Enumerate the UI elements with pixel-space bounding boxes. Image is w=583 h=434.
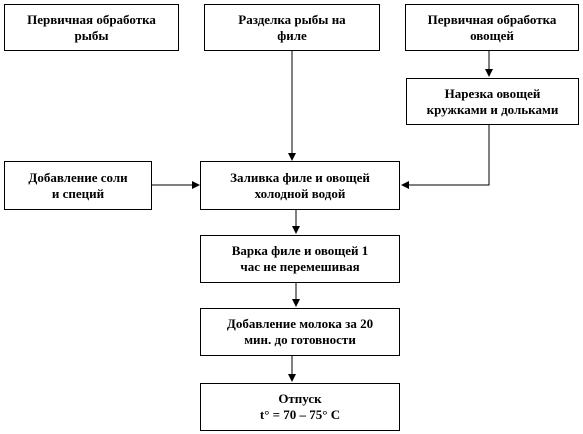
box-serve-line-1: Отпуск (278, 391, 322, 406)
box-fish-fillet: Разделка рыбы на филе (204, 4, 380, 51)
box-fish-fillet-line-1: Разделка рыбы на (238, 11, 346, 27)
box-boil: Варка филе и овощей 1 час не перемешивая (200, 235, 400, 283)
box-add-milk-line-2: мин. до готовности (244, 332, 356, 347)
box-pour-water: Заливка филе и овощей холодной водой (200, 161, 400, 210)
box-boil-line-1: Варка филе и овощей 1 (231, 243, 369, 258)
box-salt-spices: Добавление соли и специй (4, 161, 152, 210)
box-boil-line-2: час не перемешивая (240, 259, 360, 274)
box-fish-primary-line-1: Первичная обработка (27, 11, 156, 27)
box-fish-primary-line-2: рыбы (74, 27, 109, 43)
box-salt-spices-line-2: и специй (51, 185, 105, 201)
box-serve-line-2: t° = 70 – 75° С (259, 407, 341, 422)
box-add-milk-line-1: Добавление молока за 20 (226, 316, 374, 331)
box-fish-fillet-line-2: филе (277, 27, 307, 43)
box-salt-spices-line-1: Добавление соли (28, 169, 128, 185)
box-veg-primary-line-1: Первичная обработка (427, 11, 557, 27)
box-pour-water-line-2: холодной водой (254, 185, 346, 201)
box-pour-water-line-1: Заливка филе и овощей (230, 169, 370, 185)
box-serve: Отпуск t° = 70 – 75° С (200, 383, 400, 431)
box-veg-cut-line-2: кружками и дольками (426, 101, 559, 117)
box-fish-primary: Первичная обработка рыбы (4, 4, 179, 51)
box-veg-cut: Нарезка овощей кружками и дольками (406, 78, 579, 125)
arrow-vegcut-to-pour (401, 125, 490, 189)
box-veg-primary: Первичная обработка овощей (405, 4, 579, 51)
box-veg-cut-line-1: Нарезка овощей (444, 85, 541, 101)
box-add-milk: Добавление молока за 20 мин. до готовнос… (200, 308, 400, 356)
box-veg-primary-line-2: овощей (470, 27, 514, 43)
